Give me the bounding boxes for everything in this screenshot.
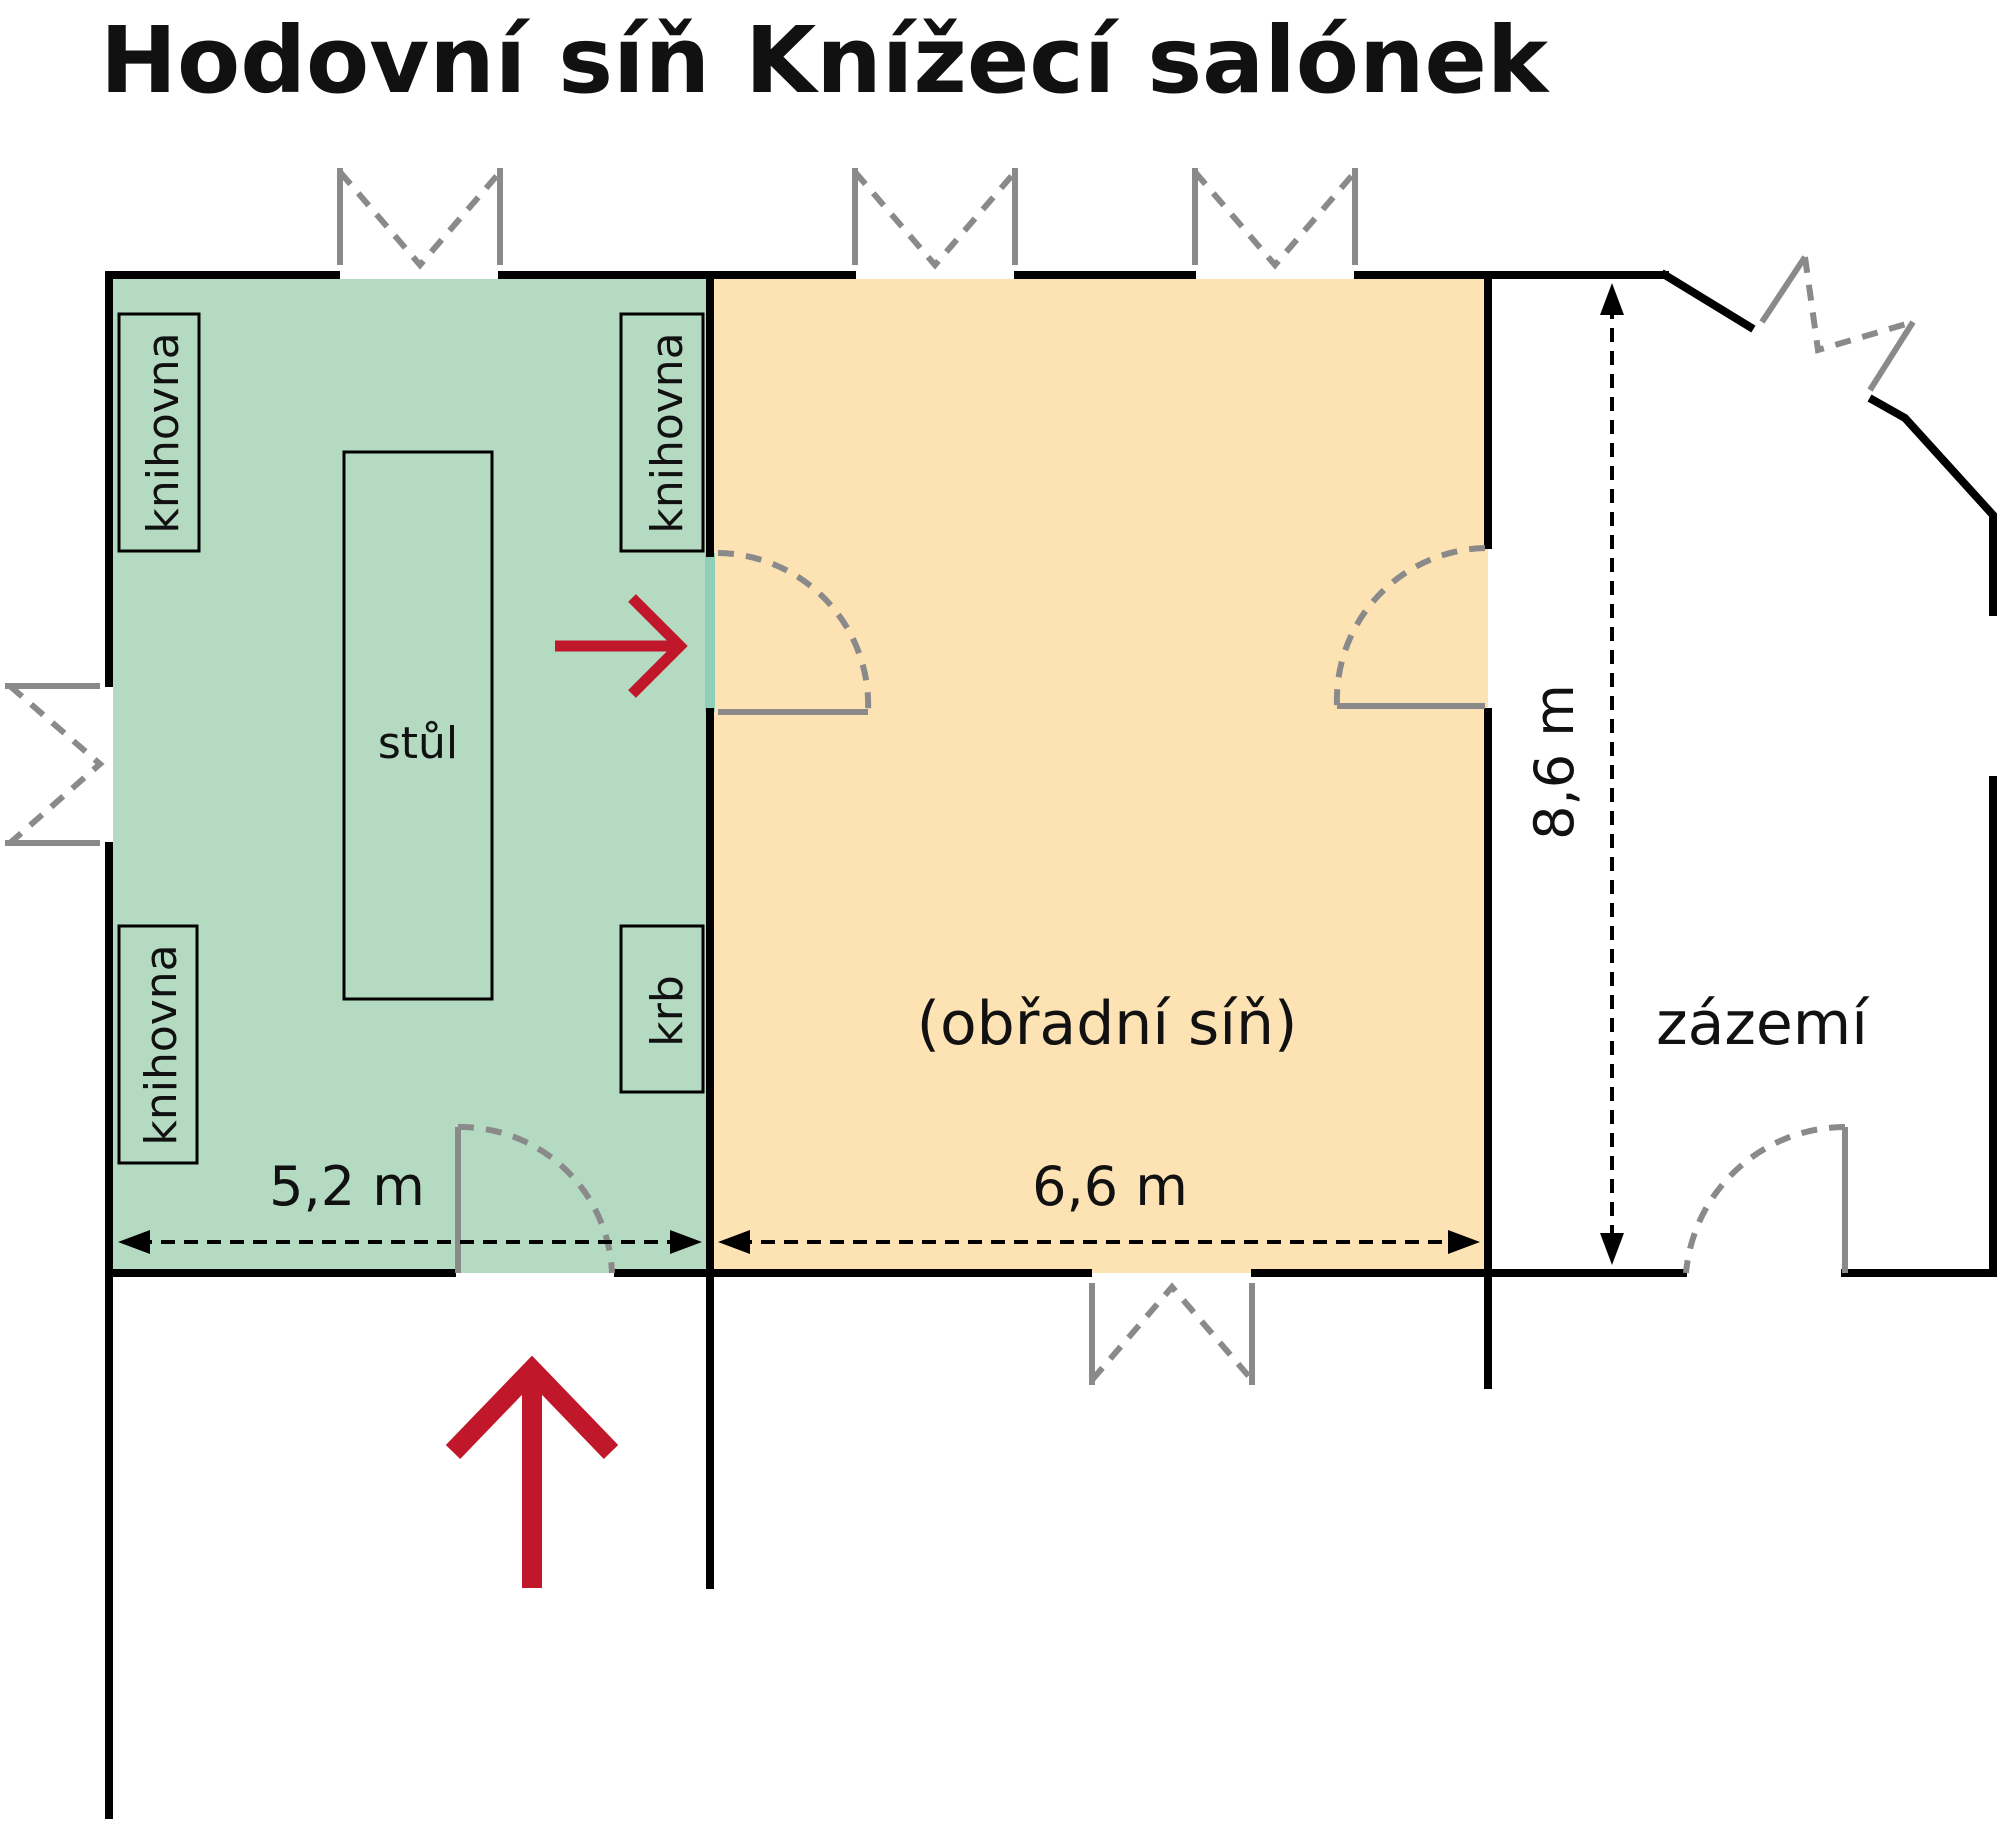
label-zazemi: zázemí: [1656, 989, 1870, 1059]
bookcase-bottom-left: knihovna: [117, 924, 199, 1165]
door-passage-salonek: [717, 550, 872, 715]
window-angled-zazemi: [1759, 255, 1916, 392]
dimension-height: 8,6 m: [1523, 283, 1624, 1265]
dimension-width-hodovni: 5,2 m: [118, 1155, 702, 1254]
table: stůl: [342, 450, 494, 1001]
label-obradni-sin: (obřadní síň): [917, 989, 1298, 1059]
bookcase-top-left: knihovna: [117, 312, 201, 553]
bookcase-top-right: knihovna: [619, 312, 705, 553]
fireplace: krb: [619, 924, 705, 1094]
svg-text:krb: krb: [642, 975, 693, 1047]
window-left-hodovni: [5, 683, 105, 846]
window-top-salonek-1: [852, 168, 1018, 270]
svg-text:knihovna: knihovna: [138, 332, 189, 533]
arrow-right-icon: [555, 594, 688, 698]
room-knizeci-salonek: [710, 279, 1488, 1273]
dimension-width-salonek: 6,6 m: [718, 1155, 1480, 1254]
svg-text:8,6 m: 8,6 m: [1523, 684, 1586, 840]
walls: [105, 269, 1997, 1819]
window-top-hodovni: [337, 168, 503, 270]
title-knizeci-salonek: Knížecí salónek: [745, 7, 1550, 114]
door-salonek-zazemi: [1333, 545, 1486, 709]
svg-text:6,6 m: 6,6 m: [1032, 1155, 1188, 1218]
svg-text:knihovna: knihovna: [136, 944, 187, 1145]
window-top-salonek-2: [1192, 168, 1358, 270]
svg-text:stůl: stůl: [378, 718, 458, 769]
svg-text:5,2 m: 5,2 m: [269, 1155, 425, 1218]
door-zazemi-bottom: [1683, 1124, 1848, 1274]
svg-text:knihovna: knihovna: [642, 332, 693, 533]
window-bottom-salonek: [1089, 1282, 1255, 1385]
room-hodovni-sin: [113, 279, 710, 1273]
arrow-up-icon: [445, 1355, 619, 1588]
title-hodovni-sin: Hodovní síň: [100, 7, 710, 114]
